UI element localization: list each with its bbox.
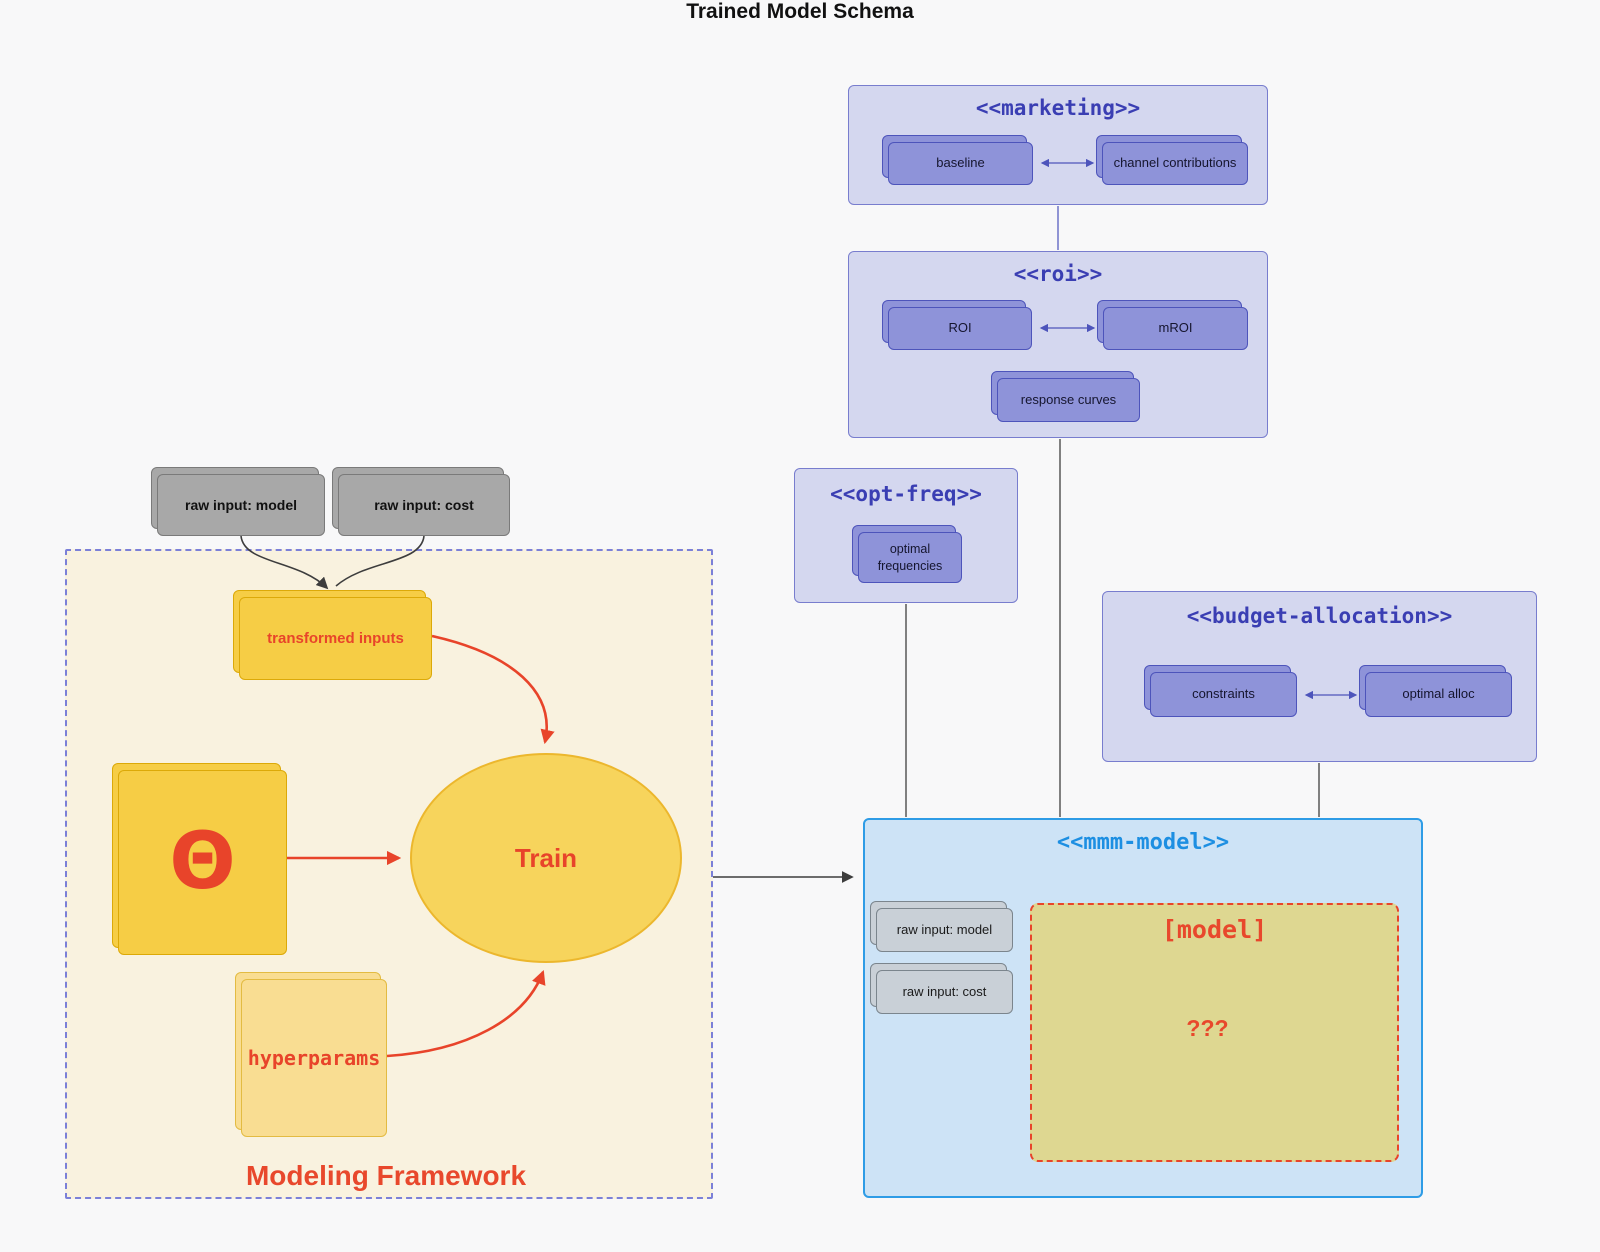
node-optimal-alloc: optimal alloc — [1359, 665, 1512, 717]
page-title: Trained Model Schema — [686, 0, 914, 23]
node-transformed-inputs: transformed inputs — [233, 590, 432, 680]
theta-symbol: Θ — [169, 816, 236, 907]
model-placeholder-box — [1030, 903, 1399, 1162]
cluster-marketing-title: <<marketing>> — [975, 96, 1141, 120]
node-raw-input-cost: raw input: cost — [332, 467, 510, 536]
node-roi: ROI — [882, 300, 1032, 350]
model-unknown-label: ??? — [1186, 1015, 1229, 1041]
cluster-budget-title: <<budget-allocation>> — [1186, 604, 1453, 628]
node-train: Train — [410, 753, 682, 963]
node-response-curves: response curves — [991, 371, 1140, 422]
modeling-framework-label: Modeling Framework — [245, 1160, 527, 1191]
cluster-mmm-title: <<mmm-model>> — [1056, 830, 1230, 855]
node-constraints: constraints — [1144, 665, 1297, 717]
node-mmm-raw-input-cost: raw input: cost — [870, 963, 1013, 1014]
node-raw-input-model: raw input: model — [151, 467, 325, 536]
node-mroi: mROI — [1097, 300, 1248, 350]
node-theta: Θ — [112, 763, 287, 955]
node-channel-contributions: channel contributions — [1096, 135, 1248, 185]
model-placeholder-label: [model] — [1161, 915, 1268, 944]
node-mmm-raw-input-model: raw input: model — [870, 901, 1013, 952]
node-hyperparams: hyperparams — [235, 972, 387, 1137]
cluster-opt-freq-title: <<opt-freq>> — [830, 482, 982, 506]
node-baseline: baseline — [882, 135, 1033, 185]
cluster-roi-title: <<roi>> — [1013, 262, 1103, 286]
node-optimal-frequencies: optimal frequencies — [852, 525, 962, 583]
